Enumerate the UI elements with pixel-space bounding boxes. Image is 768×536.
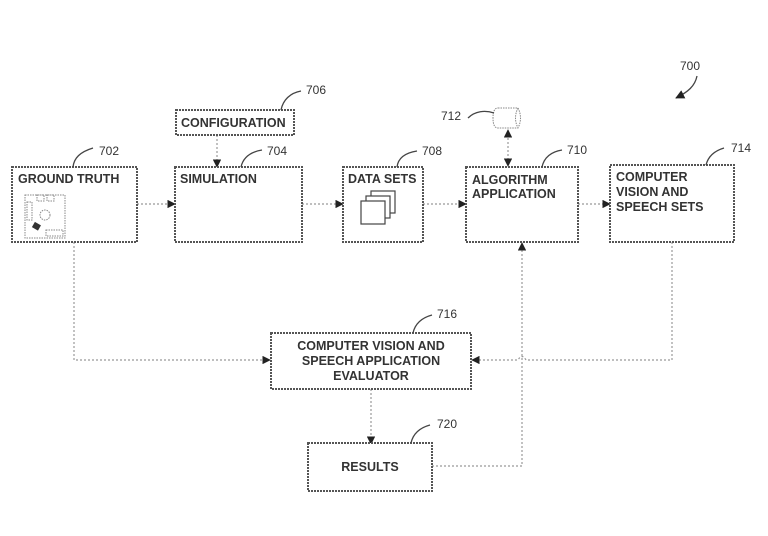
leader-712 [467,110,495,119]
algorithm-application-label-line1: ALGORITHM [472,173,548,187]
cv-speech-sets-label-line2: VISION AND [616,185,688,199]
simulation-box[interactable]: SIMULATION [174,166,303,243]
results-box[interactable]: RESULTS [307,442,433,492]
leader-714 [705,147,725,166]
evaluator-box[interactable]: COMPUTER VISION AND SPEECH APPLICATION E… [270,332,472,390]
algorithm-application-label-line2: APPLICATION [472,187,556,201]
flow-ground-truth-to-evaluator [73,242,271,365]
leader-706 [280,90,302,111]
leader-704 [240,149,263,168]
flow-cv-sets-to-evaluator [471,242,673,365]
leader-702 [72,147,94,168]
ref-720: 720 [437,417,457,431]
evaluator-label-line2: SPEECH APPLICATION [302,354,440,368]
ref-714: 714 [731,141,751,155]
leader-716 [412,314,433,334]
ref-710: 710 [567,143,587,157]
ref-704: 704 [267,144,287,158]
ground-truth-label: GROUND TRUTH [18,172,119,186]
data-sets-box[interactable]: DATA SETS [342,166,424,243]
results-label: RESULTS [341,460,398,474]
ref-712: 712 [441,109,461,123]
ref-706: 706 [306,83,326,97]
simulation-label: SIMULATION [180,172,257,186]
algorithm-application-box[interactable]: ALGORITHM APPLICATION [465,166,579,243]
evaluator-label-line3: EVALUATOR [333,369,409,383]
floor-plan-icon [24,194,66,239]
ref-716: 716 [437,307,457,321]
ref-702: 702 [99,144,119,158]
storage-cylinder-icon[interactable] [492,107,521,129]
cv-speech-sets-label-line1: COMPUTER [616,170,688,184]
figure-ref-700: 700 [680,59,700,73]
evaluator-label-line1: COMPUTER VISION AND [297,339,444,353]
stacked-documents-icon [360,190,396,225]
ground-truth-box[interactable]: GROUND TRUTH [11,166,138,243]
configuration-box[interactable]: CONFIGURATION [175,109,295,136]
ref-708: 708 [422,144,442,158]
cv-speech-sets-label-line3: SPEECH SETS [616,200,704,214]
figure-pointer-arrow [675,75,698,99]
configuration-label: CONFIGURATION [181,116,286,130]
leader-710 [541,149,563,168]
data-sets-label: DATA SETS [348,172,417,186]
leader-708 [396,150,418,168]
cv-speech-sets-box[interactable]: COMPUTER VISION AND SPEECH SETS [609,164,735,243]
leader-720 [410,424,431,444]
flow-results-to-algorithm [432,242,527,467]
